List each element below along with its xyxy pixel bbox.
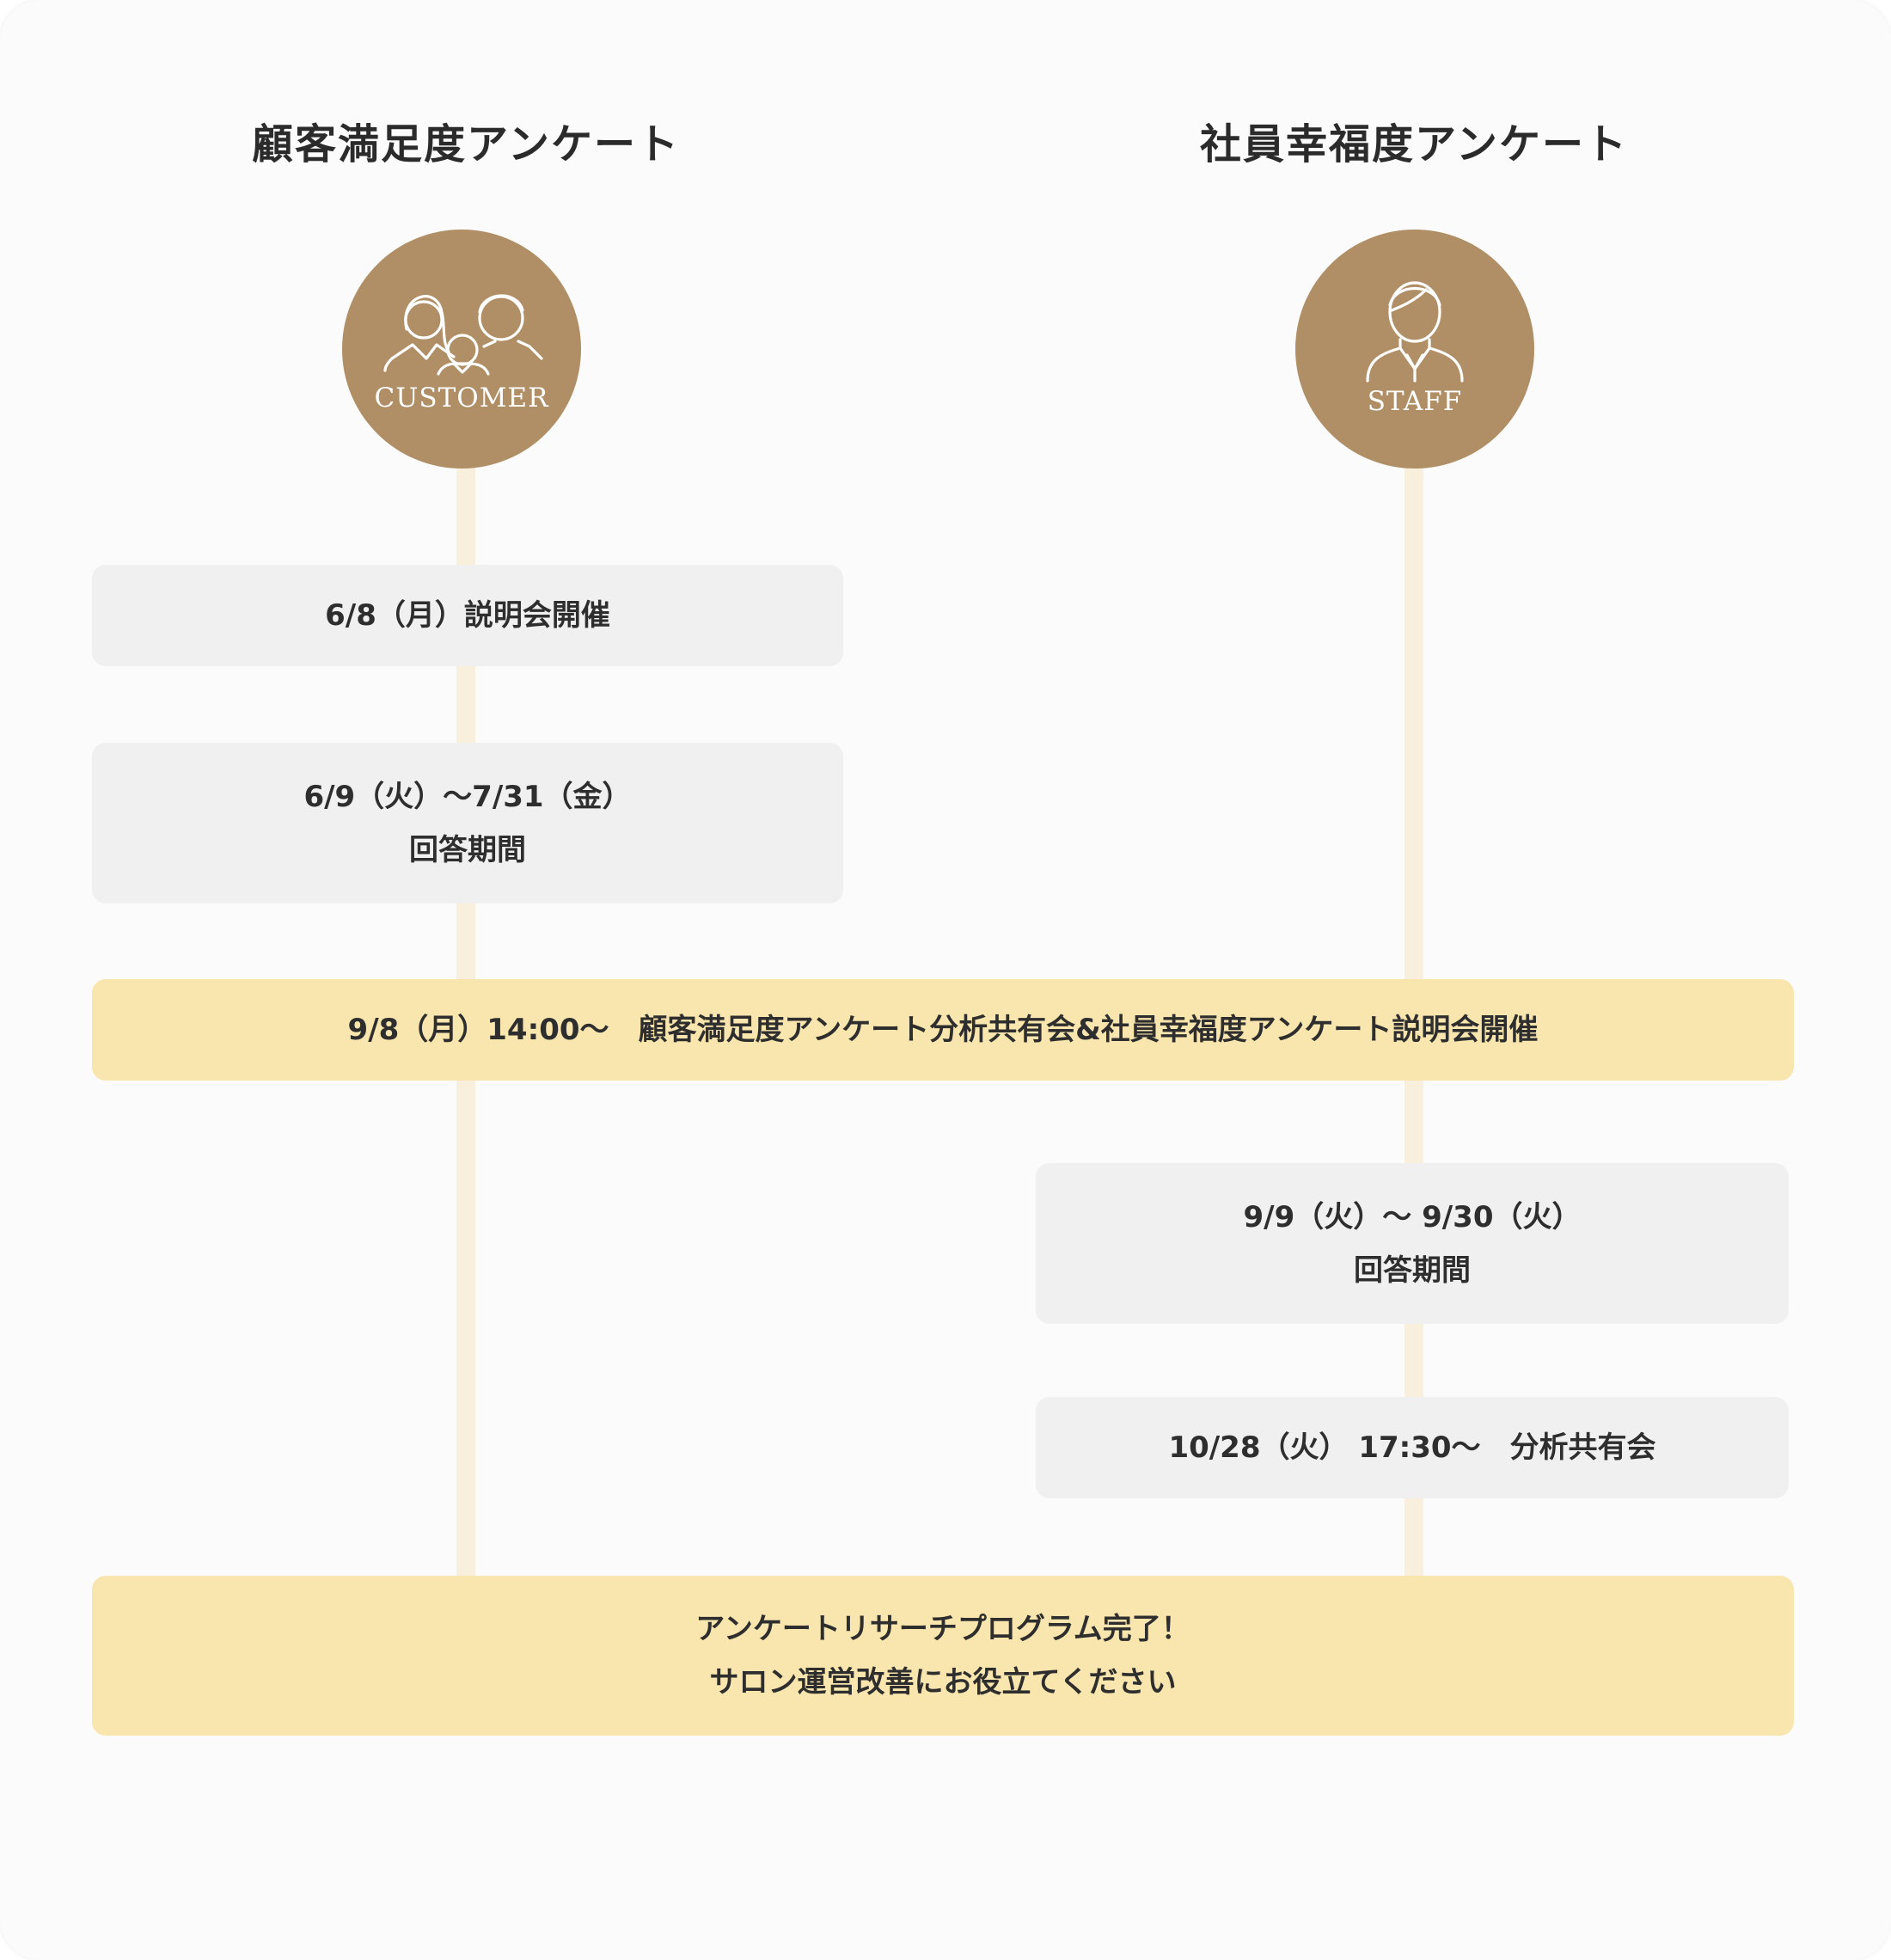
- customer-briefing-step: 6/8（月）説明会開催: [92, 565, 843, 666]
- customer-period-dates: 6/9（火）〜7/31（金）: [303, 779, 632, 814]
- joint-meeting-step: 9/8（月）14:00〜 顧客満足度アンケート分析共有会&社員幸福度アンケート説…: [92, 979, 1794, 1081]
- staff-badge: STAFF: [1295, 230, 1534, 469]
- staff-analysis-share-step: 10/28（火） 17:30〜 分析共有会: [1036, 1397, 1789, 1498]
- staff-survey-title: 社員幸福度アンケート: [1199, 120, 1629, 168]
- staff-period-dates: 9/9（火）〜 9/30（火）: [1243, 1199, 1582, 1234]
- staff-person-icon: [1366, 281, 1464, 383]
- program-complete-line2: サロン運営改善にお役立てください: [709, 1665, 1177, 1700]
- joint-meeting-text: 9/8（月）14:00〜 顧客満足度アンケート分析共有会&社員幸福度アンケート説…: [347, 1013, 1539, 1047]
- family-icon: [383, 294, 543, 376]
- program-complete-line1: アンケートリサーチプログラム完了！: [695, 1612, 1190, 1646]
- program-complete-step: アンケートリサーチプログラム完了！ サロン運営改善にお役立てください: [92, 1576, 1794, 1736]
- customer-badge: CUSTOMER: [342, 230, 581, 469]
- customer-survey-title: 顧客満足度アンケート: [251, 120, 681, 168]
- customer-answer-period-step: 6/9（火）〜7/31（金） 回答期間: [92, 743, 843, 903]
- customer-badge-label: CUSTOMER: [374, 383, 549, 413]
- staff-period-label: 回答期間: [1354, 1253, 1471, 1288]
- customer-briefing-text: 6/8（月）説明会開催: [325, 598, 610, 633]
- staff-answer-period-step: 9/9（火）〜 9/30（火） 回答期間: [1036, 1163, 1789, 1324]
- customer-period-label: 回答期間: [409, 832, 526, 867]
- staff-analysis-share-text: 10/28（火） 17:30〜 分析共有会: [1168, 1430, 1656, 1465]
- staff-badge-label: STAFF: [1367, 386, 1463, 417]
